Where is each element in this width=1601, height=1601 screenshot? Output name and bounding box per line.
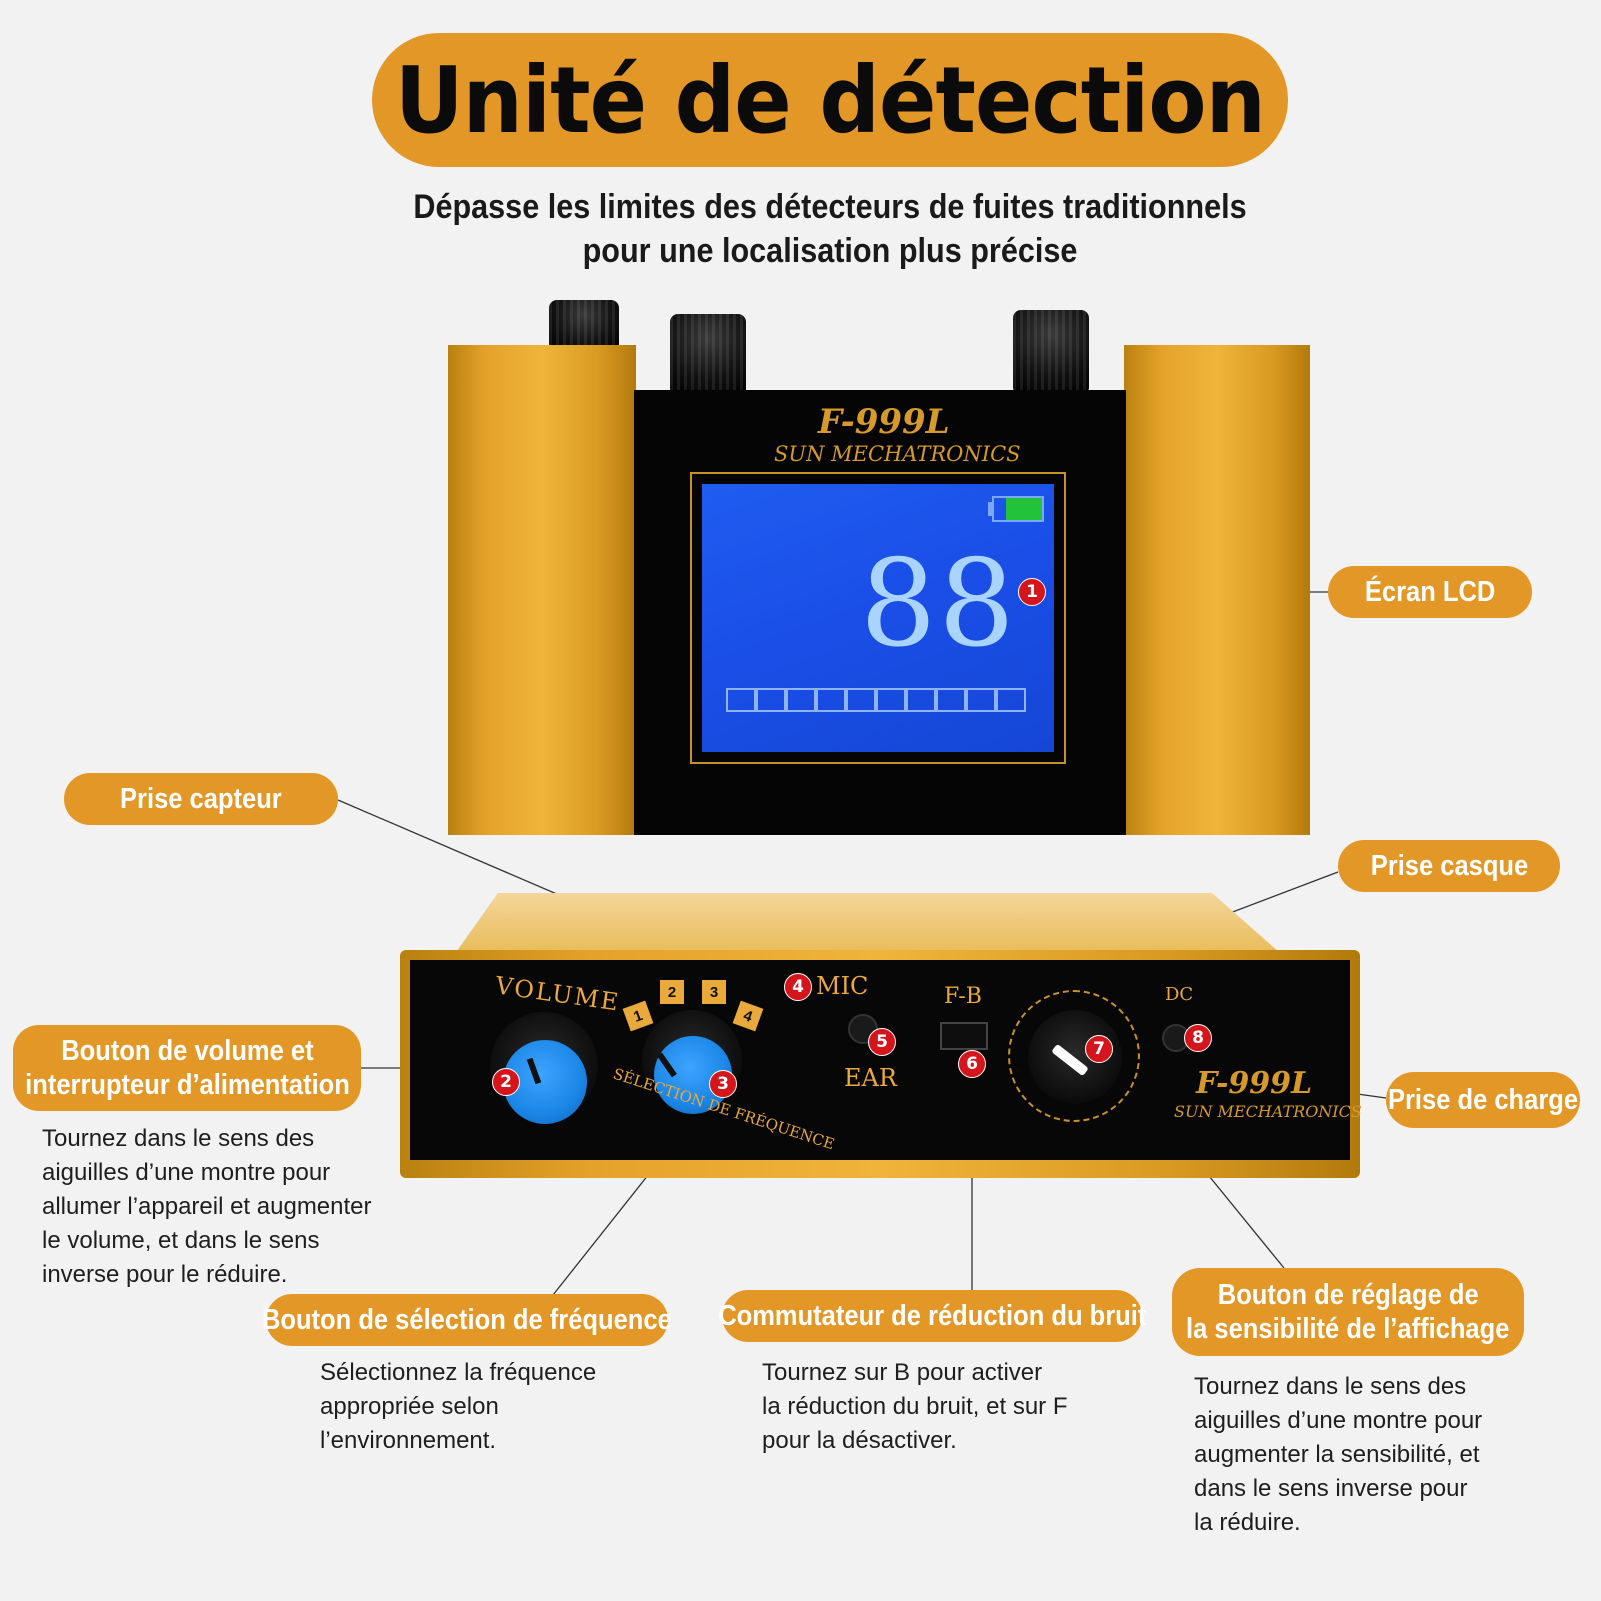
label-frequency-text: Bouton de sélection de fréquence xyxy=(262,1304,672,1336)
fb-label: F-B xyxy=(944,984,982,1009)
freq-step-2[interactable]: 2 xyxy=(660,980,684,1004)
side-panel-right xyxy=(1124,345,1310,835)
label-sensor-jack: Prise capteur xyxy=(64,773,338,825)
desc-line: la réduire. xyxy=(1194,1509,1301,1536)
badge-6: 6 xyxy=(958,1050,986,1078)
subtitle-line-2: pour une localisation plus précise xyxy=(582,232,1078,270)
lcd-signal-bar xyxy=(726,688,1032,712)
side-panel-left xyxy=(448,345,636,835)
desc-line: l’environnement. xyxy=(320,1427,497,1454)
desc-frequency: Sélectionnez la fréquence appropriée sel… xyxy=(320,1356,640,1458)
signal-segment xyxy=(726,688,756,712)
subtitle-line-1: Dépasse les limites des détecteurs de fu… xyxy=(413,188,1247,226)
desc-line: aiguilles d’une montre pour xyxy=(42,1159,331,1186)
desc-sensitivity: Tournez dans le sens des aiguilles d’une… xyxy=(1194,1370,1534,1540)
label-headphone-jack: Prise casque xyxy=(1338,840,1560,892)
desc-line: augmenter la sensibilité, et xyxy=(1194,1441,1480,1468)
label-volume-line-1: Bouton de volume et xyxy=(60,1035,314,1067)
badge-3: 3 xyxy=(709,1070,737,1098)
freq-step-4-label: 4 xyxy=(741,1006,755,1026)
badge-2: 2 xyxy=(492,1068,520,1096)
signal-segment xyxy=(966,688,996,712)
signal-segment xyxy=(846,688,876,712)
label-lcd-screen: Écran LCD xyxy=(1328,566,1532,618)
badge-5: 5 xyxy=(868,1028,896,1056)
top-knob-left[interactable] xyxy=(549,300,619,348)
sensitivity-dial-scale xyxy=(1008,990,1140,1122)
freq-step-2-label: 2 xyxy=(667,983,677,1001)
top-model-label: F-999L xyxy=(818,402,950,442)
signal-segment xyxy=(906,688,936,712)
label-volume-line-2: interrupteur d’alimentation xyxy=(24,1069,350,1101)
label-lcd-text: Écran LCD xyxy=(1364,576,1496,608)
noise-reduction-switch[interactable] xyxy=(940,1022,988,1050)
badge-4: 4 xyxy=(784,973,812,1001)
mic-label: MIC xyxy=(816,972,869,1000)
desc-line: allumer l’appareil et augmenter xyxy=(42,1193,372,1220)
device-front-top-surface xyxy=(455,893,1280,953)
signal-segment xyxy=(816,688,846,712)
signal-segment xyxy=(756,688,786,712)
desc-line: Tournez sur B pour activer xyxy=(762,1359,1043,1386)
badge-7: 7 xyxy=(1085,1035,1113,1063)
desc-line: la réduction du bruit, et sur F xyxy=(762,1393,1068,1420)
freq-step-3[interactable]: 3 xyxy=(702,980,726,1004)
desc-line: pour la désactiver. xyxy=(762,1427,957,1454)
desc-line: Sélectionnez la fréquence xyxy=(320,1359,597,1386)
label-volume-button: Bouton de volume et interrupteur d’alime… xyxy=(13,1025,361,1111)
dc-label: DC xyxy=(1165,984,1194,1005)
signal-segment xyxy=(996,688,1026,712)
signal-segment xyxy=(786,688,816,712)
freq-step-3-label: 3 xyxy=(709,983,719,1001)
lcd-reading: 88 xyxy=(860,535,1017,674)
label-sensitivity-line-1: Bouton de réglage de xyxy=(1217,1279,1479,1311)
desc-line: dans le sens inverse pour xyxy=(1194,1475,1468,1502)
label-charge-jack: Prise de charge xyxy=(1386,1072,1580,1128)
desc-line: Tournez dans le sens des xyxy=(1194,1373,1467,1400)
top-brand-label: SUN MECHATRONICS xyxy=(774,442,1021,466)
top-knob-middle[interactable] xyxy=(670,314,746,394)
top-knob-right[interactable] xyxy=(1013,310,1089,392)
desc-line: appropriée selon xyxy=(320,1393,499,1420)
ear-label: EAR xyxy=(844,1064,897,1092)
desc-volume: Tournez dans le sens des aiguilles d’une… xyxy=(42,1122,382,1292)
front-brand-label: SUN MECHATRONICS xyxy=(1174,1102,1362,1121)
label-headphone-jack-text: Prise casque xyxy=(1370,850,1528,882)
label-frequency-button: Bouton de sélection de fréquence xyxy=(262,1294,672,1346)
subtitle: Dépasse les limites des détecteurs de fu… xyxy=(300,185,1360,273)
desc-noise: Tournez sur B pour activer la réduction … xyxy=(762,1356,1102,1458)
label-sensitivity-line-2: la sensibilité de l’affichage xyxy=(1186,1313,1510,1345)
desc-line: inverse pour le réduire. xyxy=(42,1261,288,1288)
signal-segment xyxy=(876,688,906,712)
badge-8: 8 xyxy=(1184,1024,1212,1052)
label-sensitivity-button: Bouton de réglage de la sensibilité de l… xyxy=(1172,1268,1524,1356)
signal-segment xyxy=(936,688,966,712)
label-sensor-jack-text: Prise capteur xyxy=(120,783,282,815)
desc-line: Tournez dans le sens des xyxy=(42,1125,315,1152)
battery-icon xyxy=(988,496,1044,522)
freq-step-1-label: 1 xyxy=(631,1006,645,1026)
label-noise-text: Commutateur de réduction du bruit xyxy=(717,1300,1147,1332)
label-charge-jack-text: Prise de charge xyxy=(1387,1084,1579,1116)
lcd-frame xyxy=(690,472,1066,764)
front-model-label: F-999L xyxy=(1196,1066,1313,1101)
title-banner: Unité de détection xyxy=(372,33,1288,167)
badge-1: 1 xyxy=(1018,578,1046,606)
desc-line: aiguilles d’une montre pour xyxy=(1194,1407,1483,1434)
label-noise-switch: Commutateur de réduction du bruit xyxy=(718,1290,1146,1342)
page-title: Unité de détection xyxy=(394,46,1266,154)
desc-line: le volume, et dans le sens xyxy=(42,1227,320,1254)
